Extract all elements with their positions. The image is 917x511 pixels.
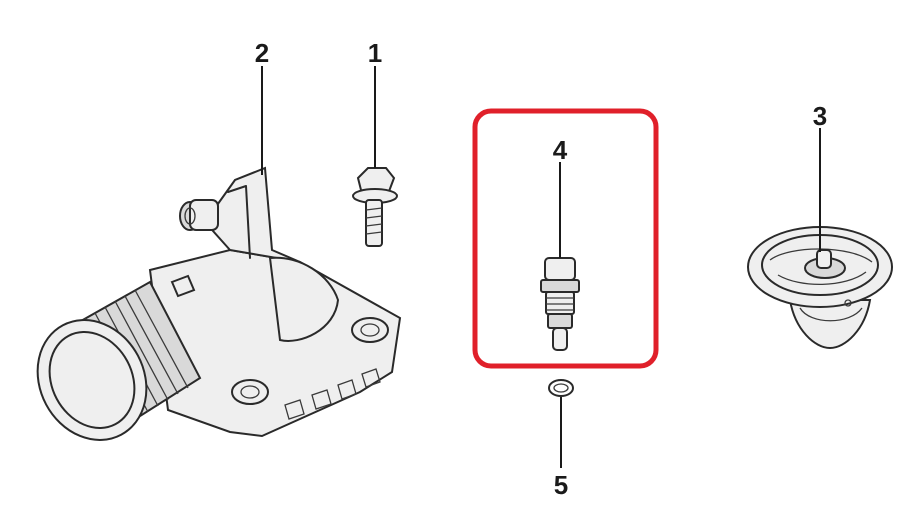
part-bolt [352, 167, 398, 247]
callout-1: 1 [367, 38, 383, 68]
callout-5: 5 [553, 470, 569, 500]
callout-2: 2 [254, 38, 270, 68]
part-thermostat-housing [36, 166, 402, 441]
part-thermostat [747, 226, 893, 350]
callout-3: 3 [812, 101, 828, 131]
part-o-ring [548, 379, 574, 397]
highlight-box [472, 108, 659, 369]
part-temperature-sensor [540, 257, 580, 351]
callout-4: 4 [552, 135, 568, 165]
